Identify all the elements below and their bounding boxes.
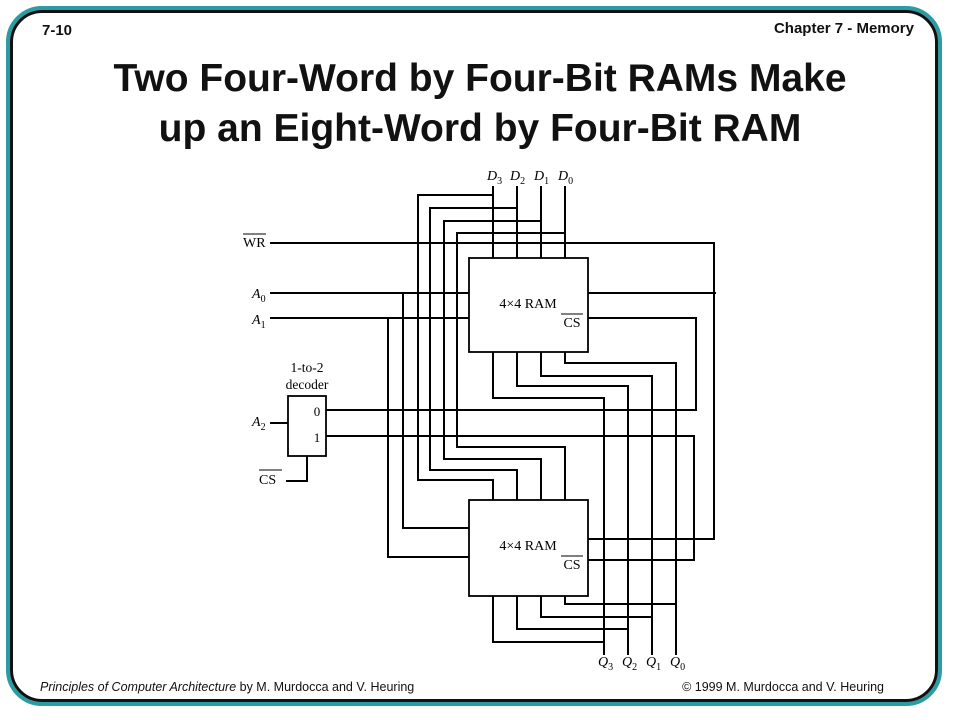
slide-title-line-2: up an Eight-Word by Four-Bit RAM — [158, 107, 802, 150]
a2-label: A2 — [251, 415, 266, 433]
footer-copyright: © 1999 M. Murdocca and V. Heuring — [682, 680, 884, 694]
slide-number: 7-10 — [42, 22, 73, 39]
ram-top-cs-label: CS — [563, 316, 580, 331]
ram-bottom-label: 4×4 RAM — [499, 539, 557, 554]
decoder-output-0-label: 0 — [314, 404, 321, 419]
d0-label: D0 — [557, 169, 573, 187]
q3-wire-bottom — [492, 596, 604, 643]
decoder-out0-wire — [326, 317, 697, 411]
a0-wire-bottom — [402, 293, 469, 529]
decoder-label-line-2: decoder — [286, 377, 329, 392]
decoder-label-line-1: 1-to-2 — [291, 360, 324, 375]
q0-wire-bottom — [564, 596, 676, 605]
q0-label: Q0 — [670, 655, 685, 673]
q1-wire-bottom — [540, 596, 652, 618]
d0-wire-bottom — [456, 232, 566, 500]
ram-bottom-cs-label: CS — [563, 558, 580, 573]
wr-label: WR — [243, 236, 266, 251]
q2-label: Q2 — [622, 655, 637, 673]
decoder-output-1-label: 1 — [314, 430, 321, 445]
book-title: Principles of Computer Architecture — [40, 680, 237, 694]
decoder-out1-wire — [326, 435, 695, 561]
q1-wire-top — [540, 352, 653, 655]
d1-wire-bottom — [443, 220, 542, 500]
cs-input-label: CS — [259, 473, 276, 488]
ram-bottom-box — [468, 499, 589, 597]
a0-label: A0 — [251, 287, 266, 305]
q0-wire-top — [564, 352, 677, 655]
q1-label: Q1 — [646, 655, 661, 673]
q2-wire-bottom — [516, 596, 628, 630]
ram-top-label: 4×4 RAM — [499, 297, 557, 312]
decoder-box — [287, 395, 327, 457]
footer-citation: Principles of Computer Architecture by M… — [40, 680, 414, 694]
q3-wire-top — [492, 352, 605, 655]
d3-label: D3 — [486, 169, 502, 187]
q2-wire-top — [516, 352, 629, 655]
a1-wire-bottom — [387, 318, 469, 558]
d2-wire-bottom — [429, 207, 518, 500]
chapter-label: Chapter 7 - Memory — [773, 20, 914, 37]
d2-label: D2 — [509, 169, 525, 187]
q3-label: Q3 — [598, 655, 613, 673]
slide-frame-outer — [6, 6, 942, 706]
book-authors: by M. Murdocca and V. Heuring — [236, 680, 415, 694]
d3-wire-bottom — [417, 194, 494, 500]
a1-label: A1 — [251, 313, 266, 331]
cs-input-wire — [286, 456, 308, 482]
ram-top-box — [468, 257, 589, 353]
slide-title-line-1: Two Four-Word by Four-Bit RAMs Make — [113, 57, 847, 100]
d1-label: D1 — [533, 169, 549, 187]
